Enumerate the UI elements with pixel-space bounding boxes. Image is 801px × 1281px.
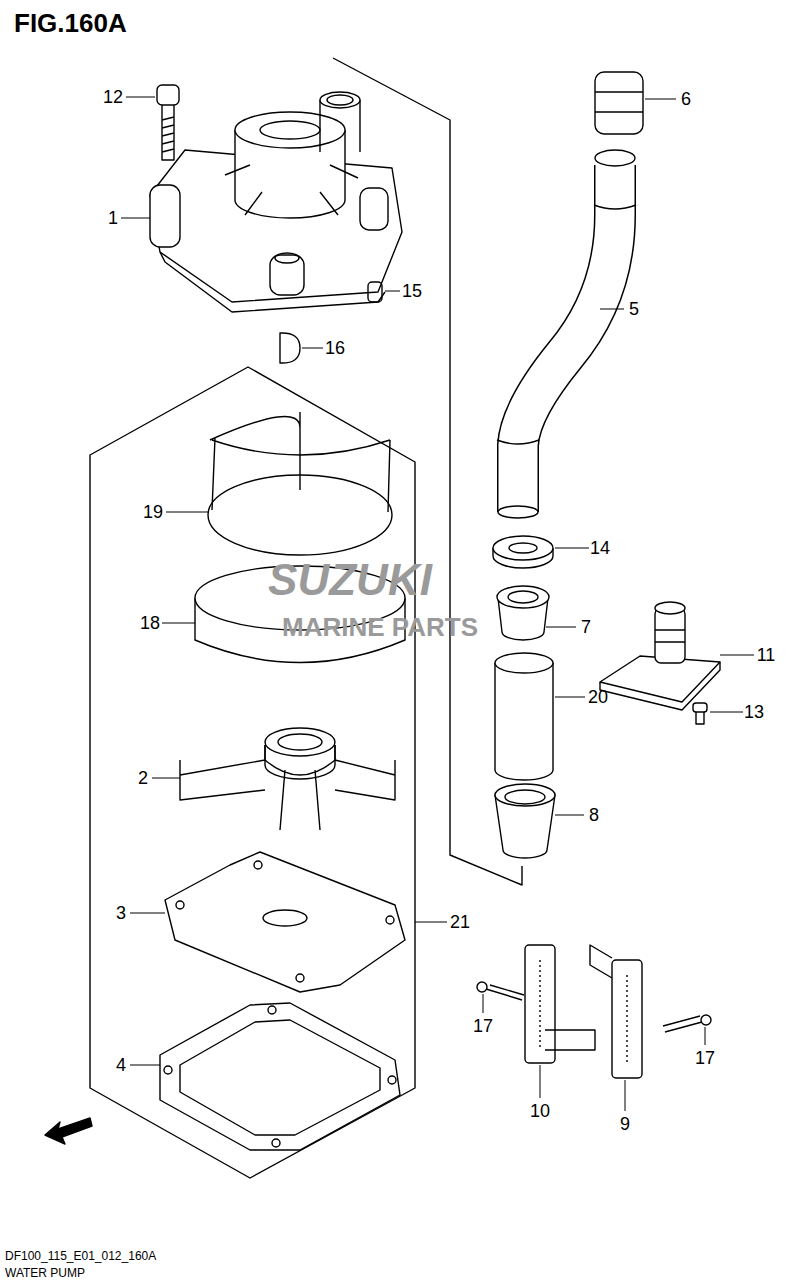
guide-tube xyxy=(495,653,553,780)
callout-number: 21 xyxy=(450,913,470,931)
callout-number: 2 xyxy=(138,769,148,787)
pump-housing xyxy=(150,92,402,312)
callout-number: 9 xyxy=(620,1115,630,1133)
callout-number: 13 xyxy=(744,703,764,721)
callout-number: 18 xyxy=(140,614,160,632)
watermark: SUZUKI xyxy=(268,558,432,602)
forward-arrow xyxy=(45,1118,92,1144)
callout-number: 17 xyxy=(695,1049,715,1067)
tapping-screw xyxy=(477,982,711,1032)
screw xyxy=(693,703,707,724)
key xyxy=(280,333,300,363)
grommet xyxy=(595,72,643,134)
callout-number: 14 xyxy=(590,539,610,557)
water-tube xyxy=(518,165,615,512)
water-plug-plate xyxy=(600,602,720,710)
callout-number: 16 xyxy=(325,339,345,357)
callout-number: 20 xyxy=(588,688,608,706)
callout-number: 3 xyxy=(116,904,126,922)
callout-number: 12 xyxy=(103,88,123,106)
dowel-pin xyxy=(368,282,382,302)
gasket xyxy=(160,1003,400,1150)
callout-number: 1 xyxy=(108,209,118,227)
bolt xyxy=(157,85,179,160)
figure-caption: WATER PUMP xyxy=(5,1267,85,1279)
callout-number: 4 xyxy=(116,1056,126,1074)
callout-number: 5 xyxy=(629,300,639,318)
callout-number: 6 xyxy=(681,90,691,108)
callout-number: 7 xyxy=(581,618,591,636)
callout-number: 10 xyxy=(530,1102,550,1120)
callout-number: 17 xyxy=(473,1017,493,1035)
figure-code: DF100_115_E01_012_160A xyxy=(5,1250,156,1262)
callout-number: 19 xyxy=(143,503,163,521)
pump-plate xyxy=(165,852,405,992)
kit-bracket xyxy=(90,367,415,1178)
callout-number: 15 xyxy=(402,282,422,300)
seal xyxy=(497,586,549,640)
figure-title: FIG.160A xyxy=(14,10,127,36)
watermark: MARINE PARTS xyxy=(282,614,478,640)
strainer xyxy=(525,945,642,1078)
wire-frame xyxy=(208,412,392,555)
leader-lines xyxy=(121,97,754,1111)
seal-bushing xyxy=(495,784,555,858)
impeller xyxy=(180,728,395,830)
callout-number: 8 xyxy=(589,806,599,824)
seal-ring xyxy=(493,536,553,568)
callout-number: 11 xyxy=(757,646,776,664)
